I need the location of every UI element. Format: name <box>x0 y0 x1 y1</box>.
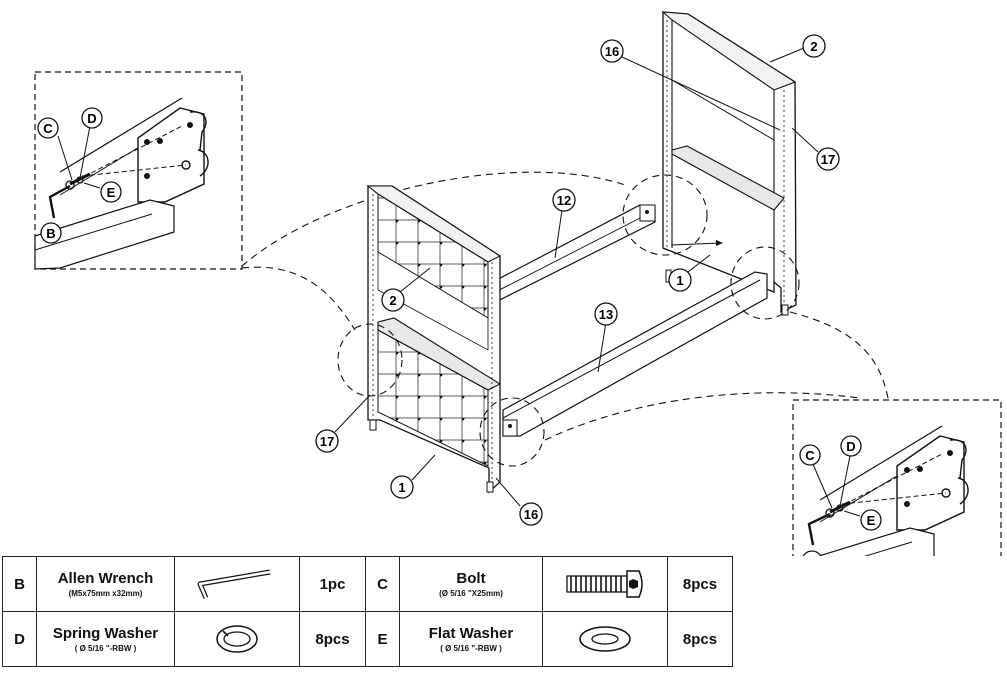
svg-text:13: 13 <box>599 307 613 322</box>
headboard-front <box>366 185 502 494</box>
svg-text:E: E <box>107 185 116 200</box>
detail-left-callout-c: C <box>37 117 59 139</box>
part-key-d: D <box>2 611 37 667</box>
detail-box-left <box>34 71 243 270</box>
svg-text:B: B <box>807 554 816 556</box>
svg-text:D: D <box>846 439 855 454</box>
detail-left-callout-d: D <box>81 107 103 129</box>
detail-left-callout-b: B <box>40 222 62 244</box>
callout-1-left: 1 <box>390 475 414 499</box>
part-name: Bolt <box>456 569 486 587</box>
svg-text:12: 12 <box>557 193 571 208</box>
svg-text:D: D <box>87 111 96 126</box>
detail-connector-left-lower <box>241 266 356 331</box>
part-qty: 8pcs <box>667 556 733 612</box>
part-spec: (M5x75mm x32mm) <box>68 588 143 598</box>
callout-16-top: 16 <box>600 39 624 63</box>
svg-text:16: 16 <box>524 507 538 522</box>
parts-table: B Allen Wrench (M5x75mm x32mm) 1pc C Bol… <box>2 556 733 667</box>
spring-washer-icon <box>174 611 300 667</box>
callout-2-left: 2 <box>381 288 405 312</box>
table-row: B Allen Wrench (M5x75mm x32mm) 1pc C Bol… <box>2 556 733 612</box>
part-spec: ( Ø 5/16 "-RBW ) <box>440 643 502 653</box>
svg-text:1: 1 <box>676 273 683 288</box>
detail-right-callout-b: B <box>802 550 822 556</box>
bolt-icon <box>542 556 668 612</box>
flat-washer-icon <box>542 611 668 667</box>
part-qty: 8pcs <box>299 611 366 667</box>
detail-left-callout-e: E <box>100 181 122 203</box>
detail-circle-bottom-left <box>337 323 403 397</box>
svg-text:2: 2 <box>810 39 817 54</box>
part-key-e: E <box>365 611 400 667</box>
svg-text:1: 1 <box>398 480 405 495</box>
svg-text:17: 17 <box>821 152 835 167</box>
headboard-back <box>661 11 797 316</box>
detail-circle-bottom-right <box>479 397 545 467</box>
svg-text:16: 16 <box>605 44 619 59</box>
detail-circle-top-right <box>730 246 800 320</box>
callout-1-right: 1 <box>668 268 692 292</box>
part-key-b: B <box>2 556 37 612</box>
detail-right-callout-c: C <box>799 444 821 466</box>
detail-connector-left <box>241 171 626 267</box>
allen-wrench-icon <box>174 556 300 612</box>
part-key-c: C <box>365 556 400 612</box>
assembly-diagram: C D E B <box>34 11 1002 556</box>
svg-text:B: B <box>46 226 55 241</box>
table-row: D Spring Washer ( Ø 5/16 "-RBW ) 8pcs E … <box>2 611 733 667</box>
callout-17-right: 17 <box>816 147 840 171</box>
detail-box-right <box>792 399 1002 556</box>
part-spec: (Ø 5/16 "X25mm) <box>439 588 503 598</box>
svg-text:C: C <box>805 448 815 463</box>
side-rail-13 <box>502 271 768 437</box>
detail-connector-right-lower <box>544 392 861 441</box>
part-spec: ( Ø 5/16 "-RBW ) <box>74 643 137 653</box>
detail-circle-top-left <box>622 174 708 256</box>
part-name: Flat Washer <box>428 624 514 642</box>
part-cell-allen-wrench: Allen Wrench (M5x75mm x32mm) <box>36 556 175 612</box>
svg-text:C: C <box>43 121 53 136</box>
part-cell-flat-washer: Flat Washer ( Ø 5/16 "-RBW ) <box>399 611 543 667</box>
callout-17-left: 17 <box>315 429 339 453</box>
part-name: Spring Washer <box>52 624 159 642</box>
detail-right-callout-e: E <box>860 509 882 531</box>
part-cell-bolt: Bolt (Ø 5/16 "X25mm) <box>399 556 543 612</box>
part-qty: 8pcs <box>667 611 733 667</box>
callout-13: 13 <box>594 302 618 326</box>
part-name: Allen Wrench <box>57 569 154 587</box>
callout-2-top: 2 <box>802 34 826 58</box>
svg-text:2: 2 <box>389 293 396 308</box>
svg-text:17: 17 <box>320 434 334 449</box>
detail-right-callout-d: D <box>840 435 862 457</box>
part-cell-spring-washer: Spring Washer ( Ø 5/16 "-RBW ) <box>36 611 175 667</box>
part-qty: 1pc <box>299 556 366 612</box>
callout-16-bottom: 16 <box>519 502 543 526</box>
svg-text:E: E <box>867 513 876 528</box>
callout-12: 12 <box>552 188 576 212</box>
detail-connector-right <box>789 311 889 399</box>
